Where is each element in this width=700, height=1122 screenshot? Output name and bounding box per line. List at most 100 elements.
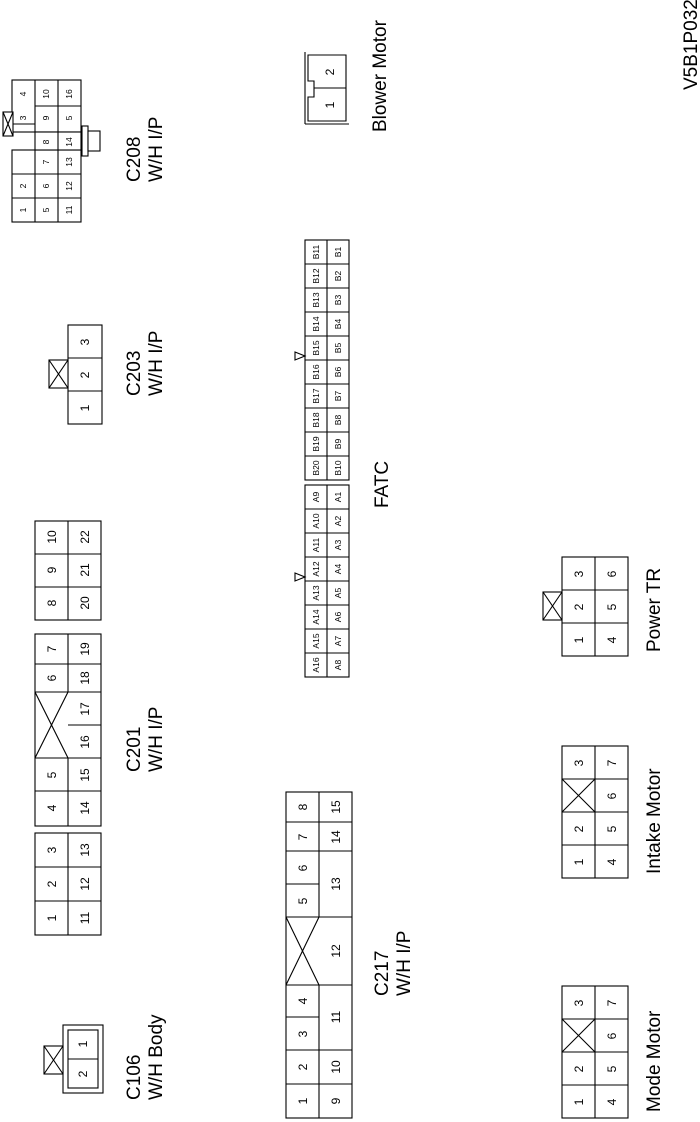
power-tr-pin: 2 xyxy=(572,603,586,610)
fatc-pin: B15 xyxy=(311,340,321,355)
c208-pin: 10 xyxy=(41,89,51,99)
c208-pin: 8 xyxy=(41,139,51,144)
c208-harness: W/H I/P xyxy=(146,117,167,182)
mode-motor-pin: 2 xyxy=(572,1065,586,1072)
power-tr-label: Power TR xyxy=(644,568,665,652)
c208-pin: 16 xyxy=(64,89,74,99)
connector-c106: 1 2 C106 W/H Body xyxy=(43,1014,167,1100)
fatc-pin: B14 xyxy=(311,316,321,331)
intake-motor-pin: 1 xyxy=(572,858,586,865)
c217-pin: 10 xyxy=(329,1060,343,1074)
c208-pin: 6 xyxy=(41,183,51,188)
c201-pin: 7 xyxy=(45,645,59,652)
c208-pin: 13 xyxy=(64,157,74,167)
power-tr-pin: 5 xyxy=(605,603,619,610)
c208-pin: 12 xyxy=(64,181,74,191)
c217-pin: 6 xyxy=(296,864,310,871)
c217-harness: W/H I/P xyxy=(394,931,415,996)
c217-pin: 5 xyxy=(296,897,310,904)
c208-pin: 7 xyxy=(41,159,51,164)
fatc-pin: B3 xyxy=(333,295,343,306)
c201-code: C201 xyxy=(124,727,145,772)
c217-pin: 12 xyxy=(329,944,343,958)
fatc-pin: B13 xyxy=(311,292,321,307)
mode-motor-pin: 3 xyxy=(572,999,586,1006)
c201-pin: 18 xyxy=(78,671,92,685)
power-tr-pin: 6 xyxy=(605,570,619,577)
c208-pin: 5 xyxy=(41,207,51,212)
fatc-pin: B16 xyxy=(311,364,321,379)
connector-mode-motor: 1 2 3 4 5 6 7 Mode Motor xyxy=(561,985,665,1119)
fatc-pin: B9 xyxy=(333,439,343,450)
connector-power-tr: 1 2 3 4 5 6 Power TR xyxy=(542,556,665,657)
connector-intake-motor: 1 2 3 4 5 6 7 Intake Motor xyxy=(561,745,665,879)
c201-harness: W/H I/P xyxy=(146,707,167,772)
c201-pin: 12 xyxy=(78,877,92,891)
c201-pin: 4 xyxy=(45,804,59,811)
mode-motor-pin: 5 xyxy=(605,1065,619,1072)
c208-code: C208 xyxy=(124,137,145,182)
fatc-pin: A2 xyxy=(333,516,343,527)
fatc-pin: A13 xyxy=(311,585,321,600)
c208-pin: 9 xyxy=(41,115,51,120)
c201-pin: 10 xyxy=(45,530,59,544)
fatc-pin: B5 xyxy=(333,343,343,354)
c201-pin: 21 xyxy=(78,563,92,577)
c201-pin: 11 xyxy=(78,911,92,924)
c203-pin: 2 xyxy=(78,371,92,378)
connector-fatc: A16 A15 A14 A13 A12 A11 A10 A9 A8 A7 A6 … xyxy=(294,239,393,678)
intake-motor-label: Intake Motor xyxy=(644,768,665,874)
c217-pin: 9 xyxy=(329,1097,343,1104)
c203-code: C203 xyxy=(124,351,145,396)
c208-pin: 14 xyxy=(64,137,74,147)
fatc-pin: A7 xyxy=(333,636,343,647)
intake-motor-pin: 4 xyxy=(605,858,619,865)
c201-pin: 13 xyxy=(78,843,92,857)
blower-motor-label: Blower Motor xyxy=(370,19,391,132)
fatc-pin: B6 xyxy=(333,367,343,378)
c217-pin: 14 xyxy=(329,830,343,844)
c106-harness: W/H Body xyxy=(146,1014,167,1100)
connector-c201: 1 2 3 11 12 13 4 5 6 7 14 15 16 17 18 19… xyxy=(34,520,167,936)
mode-motor-pin: 7 xyxy=(605,999,619,1006)
fatc-pin: A15 xyxy=(311,633,321,648)
fatc-pin: A9 xyxy=(311,492,321,503)
mode-motor-pin: 4 xyxy=(605,1098,619,1105)
c208-pin: 1 xyxy=(18,207,28,212)
c208-pin: 5 xyxy=(64,115,74,120)
figure-id: V5B1P032 xyxy=(681,0,700,90)
c201-pin: 8 xyxy=(45,599,59,606)
c201-pin: 22 xyxy=(78,530,92,544)
c203-pin: 3 xyxy=(78,338,92,345)
fatc-pin: A1 xyxy=(333,492,343,503)
c208-pin: 11 xyxy=(64,205,74,214)
fatc-pin: B4 xyxy=(333,319,343,330)
c201-pin: 14 xyxy=(78,801,92,815)
c217-code: C217 xyxy=(372,951,393,996)
fatc-pin: B1 xyxy=(333,247,343,258)
fatc-pin: B20 xyxy=(311,460,321,475)
intake-motor-pin: 3 xyxy=(572,759,586,766)
mode-motor-pin: 6 xyxy=(605,1032,619,1039)
blower-motor-pin: 1 xyxy=(323,101,337,108)
power-tr-pin: 4 xyxy=(605,636,619,643)
connector-c208: 1 2 3 4 5 6 7 8 9 10 11 12 13 14 5 16 C2… xyxy=(2,79,167,223)
fatc-pin: A6 xyxy=(333,612,343,623)
fatc-pin: A4 xyxy=(333,564,343,575)
fatc-pin: A5 xyxy=(333,588,343,599)
c217-pin: 2 xyxy=(296,1063,310,1070)
fatc-pin: B8 xyxy=(333,415,343,426)
c201-pin: 16 xyxy=(78,735,92,749)
fatc-pin: A11 xyxy=(311,537,321,552)
c203-harness: W/H I/P xyxy=(146,331,167,396)
c201-pin: 15 xyxy=(78,768,92,782)
mode-motor-label: Mode Motor xyxy=(644,1010,665,1112)
blower-motor-pin: 2 xyxy=(323,68,337,75)
power-tr-pin: 1 xyxy=(572,636,586,643)
connector-blower-motor: 1 2 Blower Motor xyxy=(304,19,391,132)
power-tr-pin: 3 xyxy=(572,570,586,577)
c201-pin: 19 xyxy=(78,642,92,656)
c208-pin: 3 xyxy=(18,115,28,120)
c201-pin: 20 xyxy=(78,596,92,610)
